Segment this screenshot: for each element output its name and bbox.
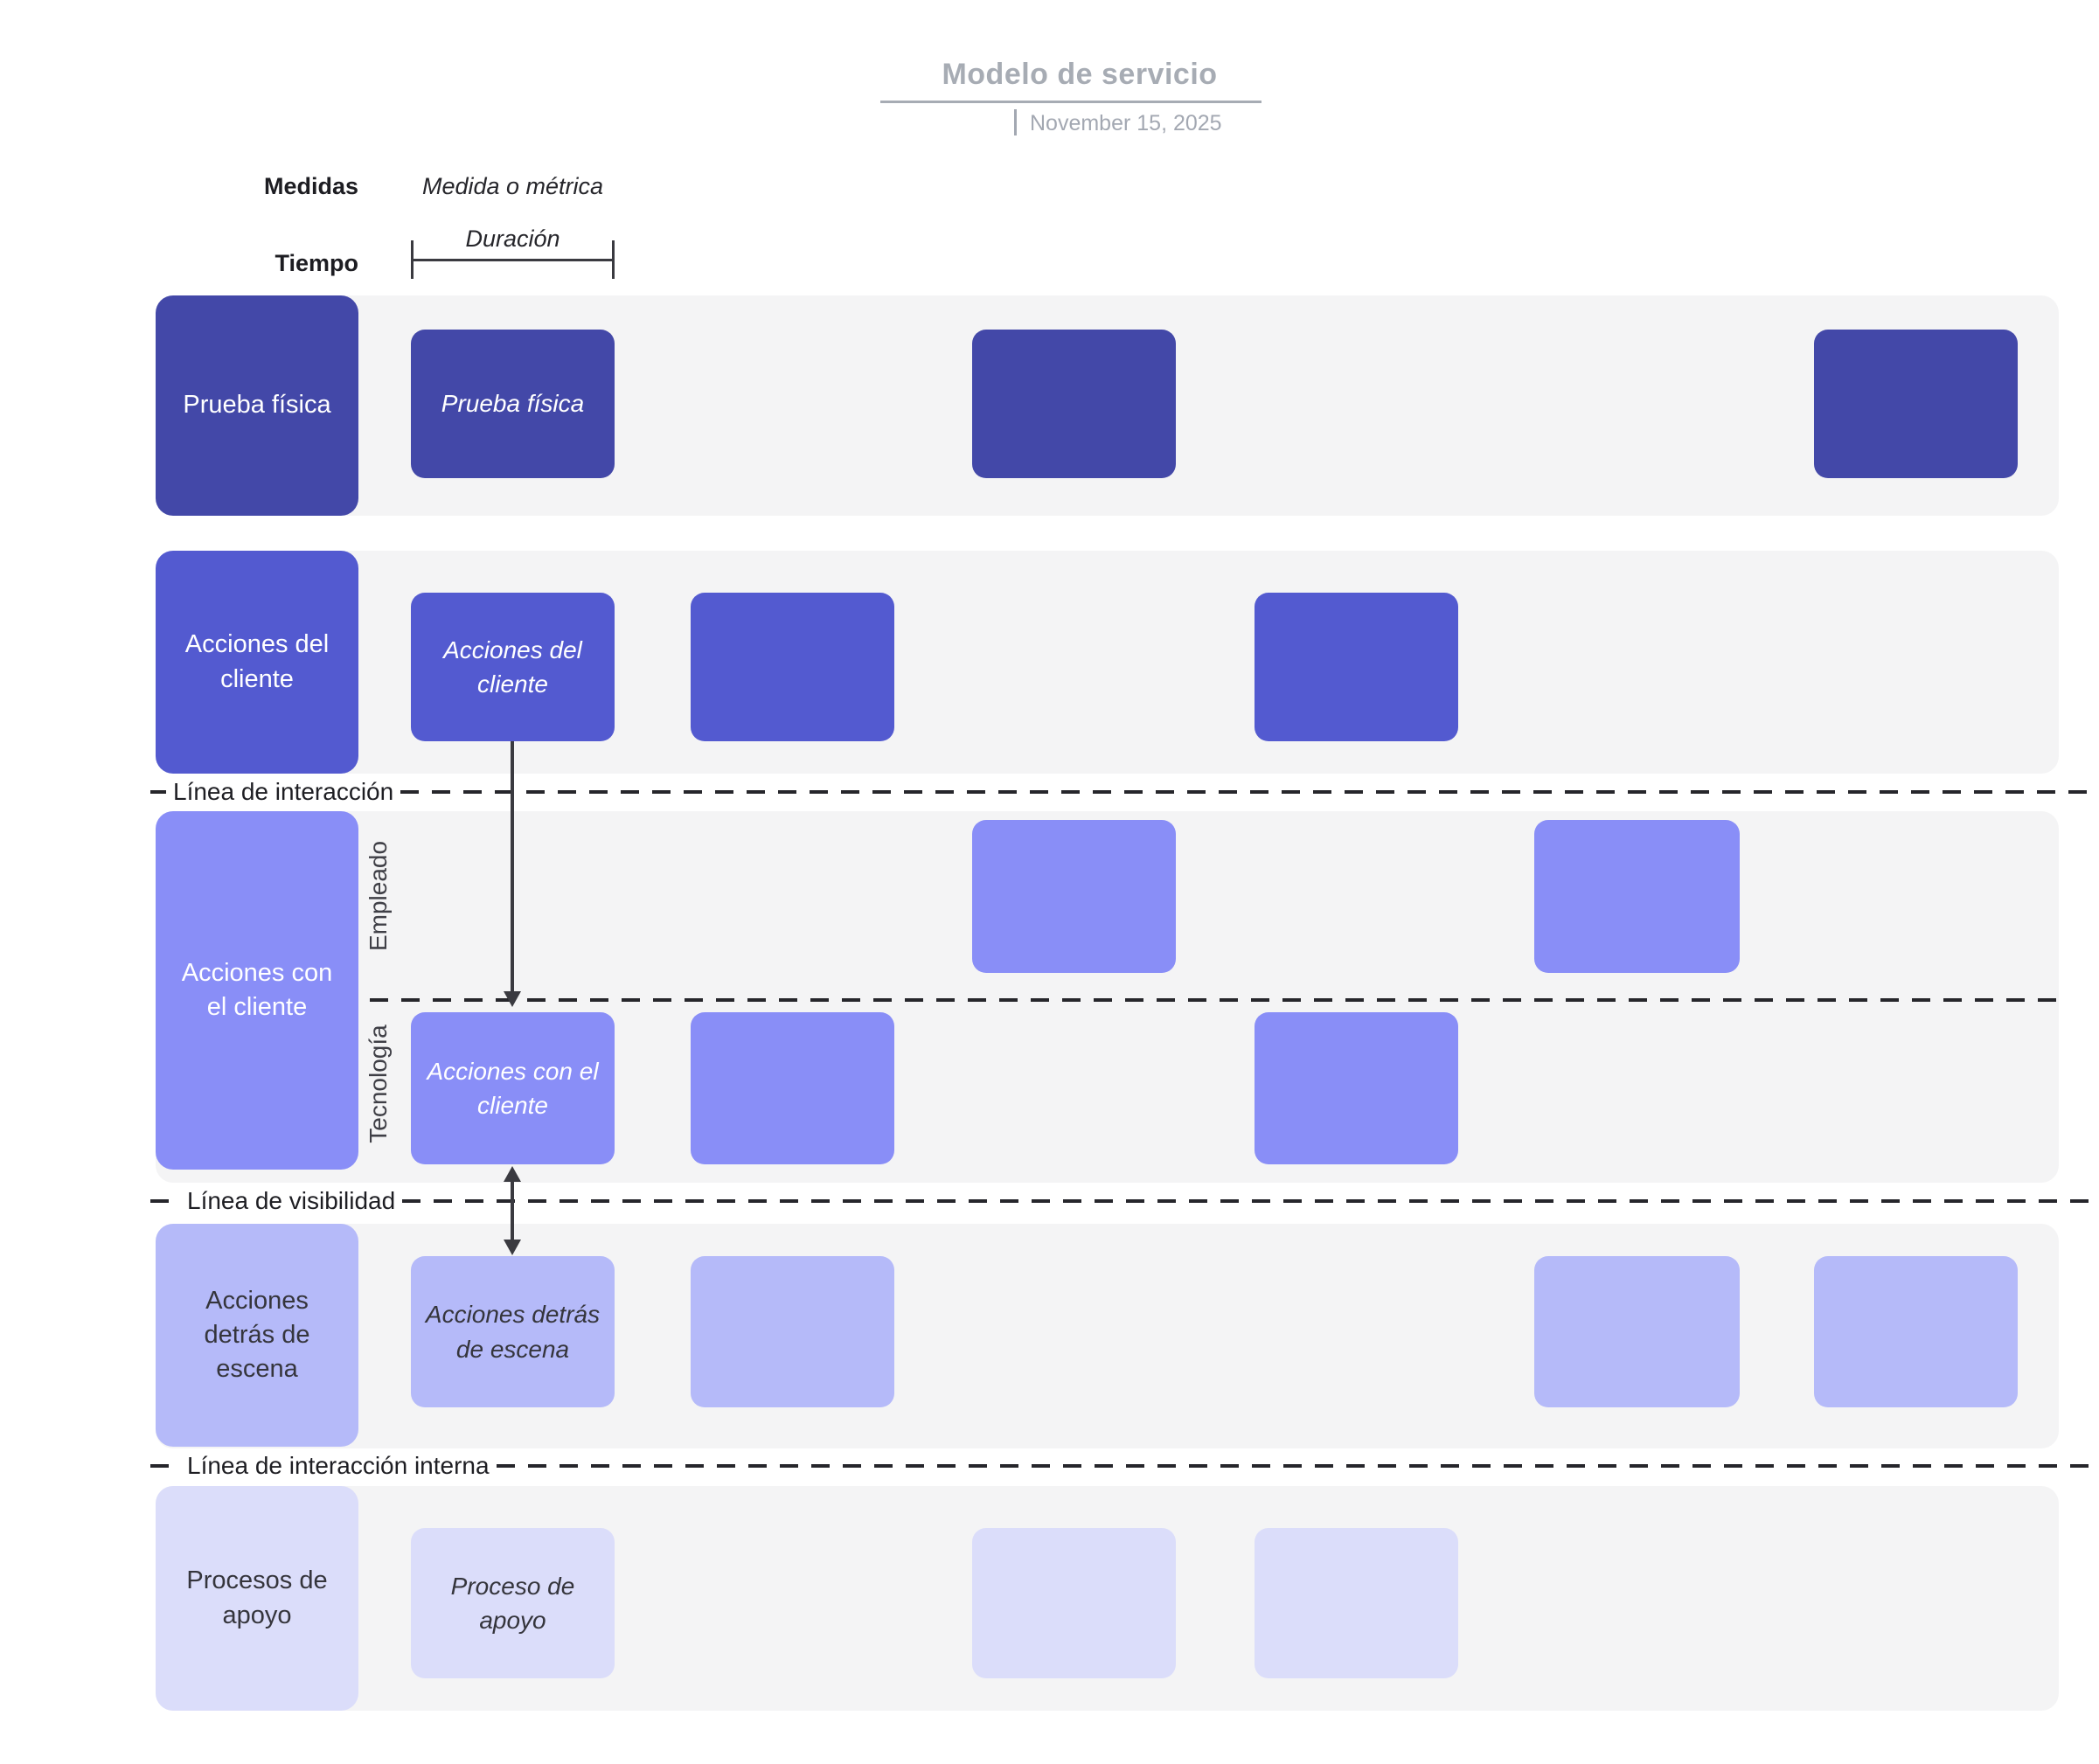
card-blank[interactable] xyxy=(1534,1256,1740,1407)
dash-segment xyxy=(150,1464,180,1468)
line-of-visibility-label: Línea de visibilidad xyxy=(187,1187,396,1214)
card-blank[interactable] xyxy=(1255,1528,1458,1678)
card-blank[interactable] xyxy=(972,330,1176,478)
sublane-label-tecnologia: Tecnología xyxy=(365,1024,392,1143)
lane-label-procesos-apoyo[interactable]: Procesos de apoyo xyxy=(156,1486,358,1711)
dash-segment xyxy=(150,1199,180,1203)
title-underline xyxy=(880,101,1261,103)
card-blank[interactable] xyxy=(972,1528,1176,1678)
card-label-text: Proceso de apoyo xyxy=(450,1572,575,1634)
connector-arrow-down[interactable] xyxy=(511,741,514,993)
card-blank[interactable] xyxy=(1255,593,1458,741)
card-label-text: Acciones del cliente xyxy=(443,635,582,698)
lane-label-text: Acciones del cliente xyxy=(184,630,330,693)
line-of-interaction-label: Línea de interacción xyxy=(173,778,394,805)
dash-segment xyxy=(150,790,166,794)
card-blank[interactable] xyxy=(691,1012,894,1164)
line-of-interaction: Línea de interacción xyxy=(150,777,2096,807)
lane-label-text: Prueba física xyxy=(183,391,331,420)
arrow-down-icon xyxy=(504,1240,521,1255)
card-proceso-apoyo[interactable]: Proceso de apoyo xyxy=(411,1528,615,1678)
measures-value: Medida o métrica xyxy=(421,173,604,199)
sublane-label-empleado: Empleado xyxy=(365,840,392,952)
lane-label-acciones-con-el-cliente[interactable]: Acciones con el cliente xyxy=(156,811,358,1170)
dash-segment xyxy=(496,1464,2096,1468)
dash-segment xyxy=(400,790,2096,794)
line-of-internal-interaction-label: Línea de interacción interna xyxy=(187,1452,490,1479)
line-of-visibility: Línea de visibilidad xyxy=(150,1186,2096,1216)
card-blank[interactable] xyxy=(1534,820,1740,973)
connector-arrow-double[interactable] xyxy=(511,1180,514,1241)
time-duration-label: Duración xyxy=(465,226,560,252)
lane-label-text: Procesos de apoyo xyxy=(186,1566,328,1629)
sublane-separator-line xyxy=(370,998,2056,1002)
line-of-internal-interaction: Línea de interacción interna xyxy=(150,1451,2096,1481)
card-acciones-con-el-cliente[interactable]: Acciones con el cliente xyxy=(411,1012,615,1164)
duration-bracket-tick-left xyxy=(411,240,414,279)
date-separator-bar xyxy=(1014,109,1017,135)
duration-bracket-line xyxy=(411,259,615,261)
card-blank[interactable] xyxy=(972,820,1176,973)
card-prueba-fisica[interactable]: Prueba física xyxy=(411,330,615,478)
card-acciones-del-cliente[interactable]: Acciones del cliente xyxy=(411,593,615,741)
arrow-down-icon xyxy=(504,991,521,1007)
card-blank[interactable] xyxy=(691,593,894,741)
card-blank[interactable] xyxy=(1255,1012,1458,1164)
lane-label-acciones-detras[interactable]: Acciones detrás de escena xyxy=(156,1224,358,1447)
lane-label-acciones-del-cliente[interactable]: Acciones del cliente xyxy=(156,551,358,774)
page-date: November 15, 2025 xyxy=(1030,111,1222,135)
lane-label-text: Acciones detrás de escena xyxy=(204,1286,310,1384)
card-blank[interactable] xyxy=(1814,330,2018,478)
time-label: Tiempo xyxy=(275,250,358,276)
page-title: Modelo de servicio xyxy=(942,58,1218,91)
card-label-text: Prueba física xyxy=(441,390,585,418)
card-blank[interactable] xyxy=(691,1256,894,1407)
arrow-up-icon xyxy=(504,1166,521,1182)
card-acciones-detras[interactable]: Acciones detrás de escena xyxy=(411,1256,615,1407)
dash-segment xyxy=(402,1199,2096,1203)
lane-label-text: Acciones con el cliente xyxy=(181,958,333,1021)
lane-label-prueba-fisica[interactable]: Prueba física xyxy=(156,295,358,516)
card-label-text: Acciones con el cliente xyxy=(427,1057,599,1119)
card-blank[interactable] xyxy=(1814,1256,2018,1407)
measures-label: Medidas xyxy=(263,173,358,199)
duration-bracket-tick-right xyxy=(612,240,615,279)
card-label-text: Acciones detrás de escena xyxy=(425,1301,601,1363)
